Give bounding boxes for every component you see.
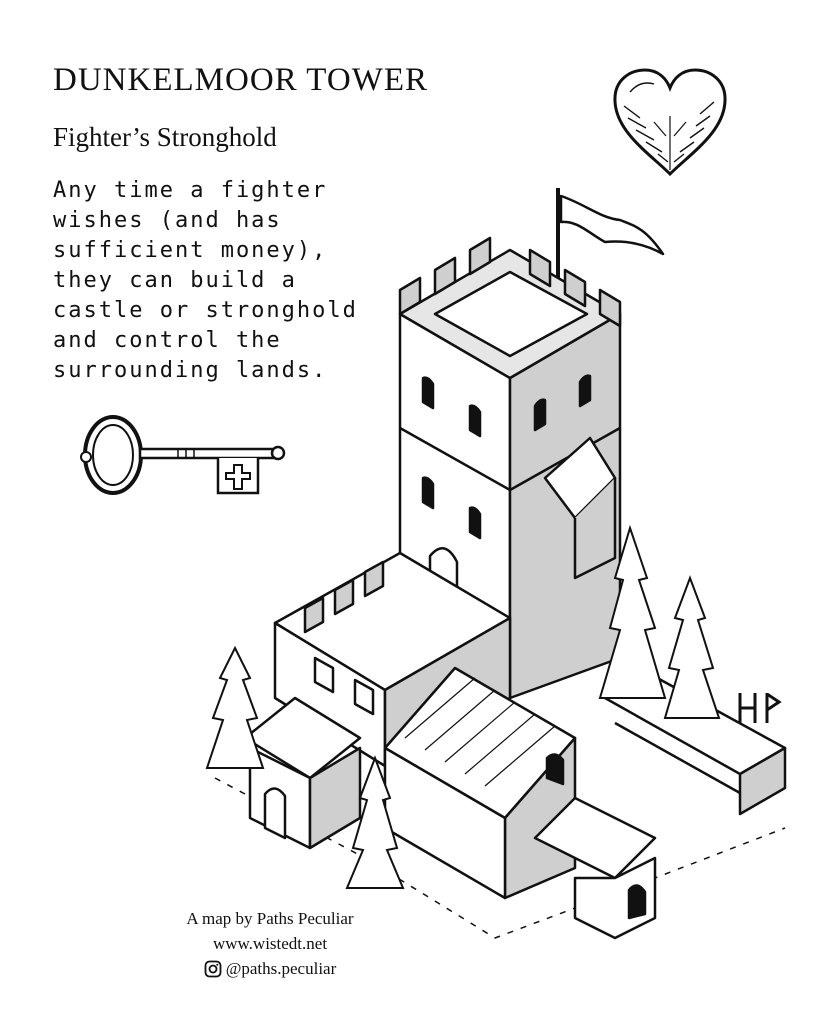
key-icon xyxy=(80,415,286,495)
heart-icon xyxy=(613,68,727,177)
description-text: Any time a fighter wishes (and has suffi… xyxy=(53,178,358,383)
signature-runes xyxy=(738,692,782,723)
page-subtitle: Fighter’s Stronghold xyxy=(53,122,277,152)
credit-website[interactable]: www.wistedt.net xyxy=(212,934,328,953)
instagram-icon xyxy=(204,960,222,977)
credit-instagram[interactable]: @paths.peculiar xyxy=(204,956,337,981)
instagram-handle: @paths.peculiar xyxy=(225,959,337,978)
credits: A map by Paths Peculiar www.wistedt.net … xyxy=(150,906,390,985)
credit-author: A map by Paths Peculiar xyxy=(186,909,354,928)
page-title: DUNKELMOOR TOWER xyxy=(53,62,429,98)
castle-tower-illustration xyxy=(205,188,787,940)
